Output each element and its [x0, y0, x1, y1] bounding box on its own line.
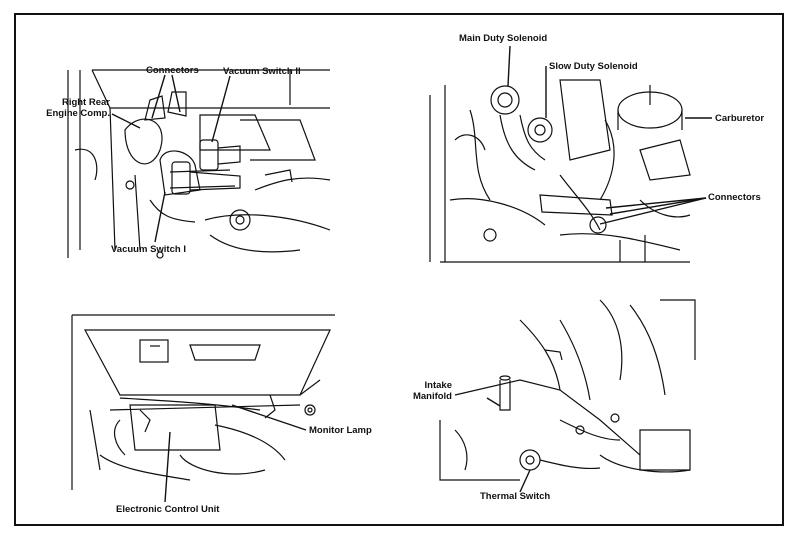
connector-plug-a	[144, 95, 166, 121]
panel-bottom-left-leaders	[164, 404, 307, 503]
label-electronic-control-unit: Electronic Control Unit	[116, 504, 220, 515]
panel-top-left-leaders	[111, 74, 231, 243]
mount-bolt	[229, 209, 251, 231]
thermal-switch-body	[519, 449, 541, 471]
manifold-fitting	[499, 380, 511, 411]
panel-top-right-drawing	[429, 79, 691, 263]
label-intake-line1: Intake	[424, 380, 452, 391]
monitor-lamp-socket	[304, 404, 316, 416]
label-vacuum-switch-1: Vacuum Switch I	[111, 244, 186, 255]
panel-top-left-drawing	[67, 69, 331, 259]
label-thermal-switch: Thermal Switch	[480, 491, 551, 502]
label-slow-duty-solenoid: Slow Duty Solenoid	[549, 61, 638, 72]
vacuum-switch-1-body	[171, 161, 191, 195]
label-vacuum-switch-2: Vacuum Switch II	[223, 66, 301, 77]
connector-plug-b	[167, 91, 187, 117]
main-duty-solenoid-body	[490, 85, 520, 115]
label-main-duty-solenoid: Main Duty Solenoid	[459, 33, 548, 44]
panel-bottom-left-drawing	[71, 314, 335, 490]
label-intake-line2: Manifold	[412, 391, 452, 402]
label-monitor-lamp: Monitor Lamp	[309, 425, 372, 436]
slow-duty-solenoid-body	[527, 117, 553, 143]
label-carburetor: Carburetor	[715, 113, 765, 124]
label-right-rear-line1: Right Rear	[61, 97, 110, 108]
panel-bottom-right-drawing	[439, 299, 696, 481]
electronic-control-unit-body	[129, 404, 221, 451]
panel-top-right-leaders	[507, 45, 712, 225]
label-connectors-top-right: Connectors	[708, 192, 761, 203]
vacuum-switch-2-body	[199, 139, 219, 171]
label-connectors-top-left: Connectors	[146, 65, 199, 76]
label-right-rear-line2: Engine Comp.	[46, 108, 110, 119]
panel-bottom-right-leaders	[486, 397, 531, 493]
engine-fitting	[124, 118, 163, 165]
figure-frame	[14, 13, 784, 526]
connector-block	[539, 194, 613, 216]
dash-plate	[139, 339, 169, 363]
